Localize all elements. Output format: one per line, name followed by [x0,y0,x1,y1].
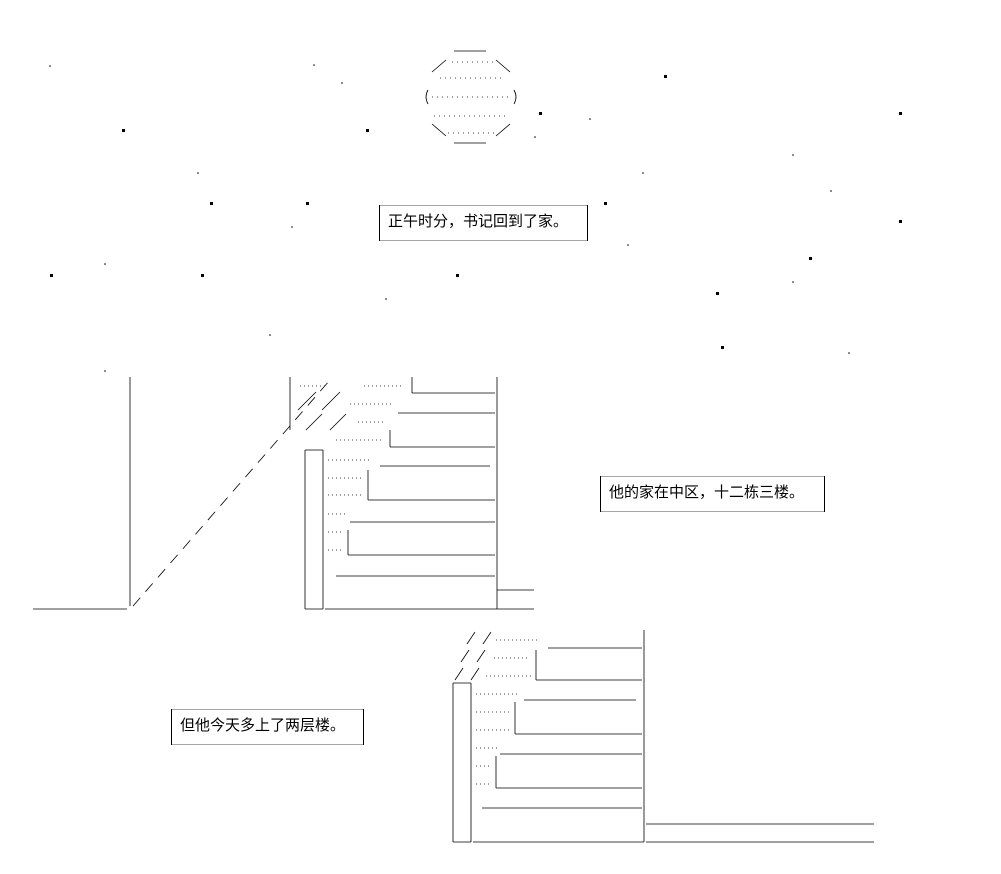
caption-noon: 正午时分，书记回到了家。 [379,205,588,241]
caption-home-text: 他的家在中区，十二栋三楼。 [609,483,805,501]
caption-today-text: 但他今天多上了两层楼。 [180,716,346,734]
caption-today: 但他今天多上了两层楼。 [171,709,364,745]
caption-home: 他的家在中区，十二栋三楼。 [600,476,825,512]
caption-noon-text: 正午时分，书记回到了家。 [388,212,569,230]
moon [425,50,517,144]
stairs-bottom [452,630,874,843]
stairs-left [33,377,534,610]
night-sky-stars [49,64,902,372]
